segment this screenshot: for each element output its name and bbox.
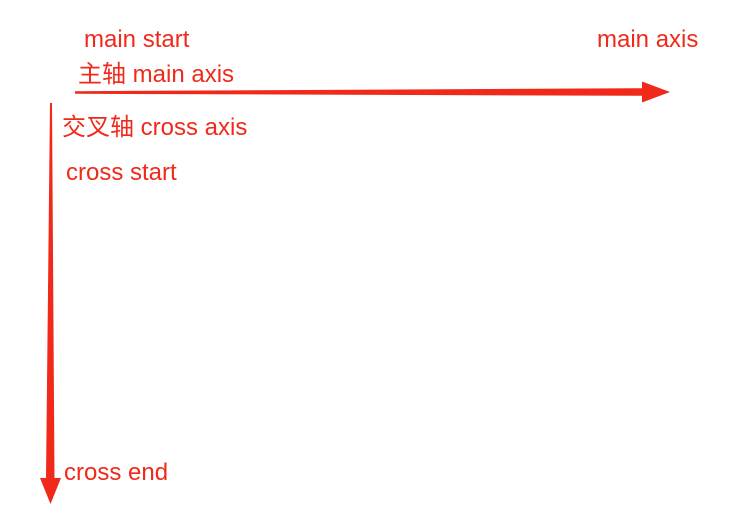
arrow-down-icon bbox=[40, 103, 61, 504]
main-axis-chinese-label: 主轴 main axis bbox=[78, 61, 235, 88]
main-axis-label: main axis bbox=[597, 26, 699, 53]
cross-start-label: cross start bbox=[66, 159, 177, 186]
cross-axis-chinese-label: 交叉轴 cross axis bbox=[62, 114, 248, 141]
arrow-right-icon bbox=[75, 81, 670, 103]
main-start-label: main start bbox=[84, 26, 190, 53]
cross-end-label: cross end bbox=[64, 459, 169, 486]
